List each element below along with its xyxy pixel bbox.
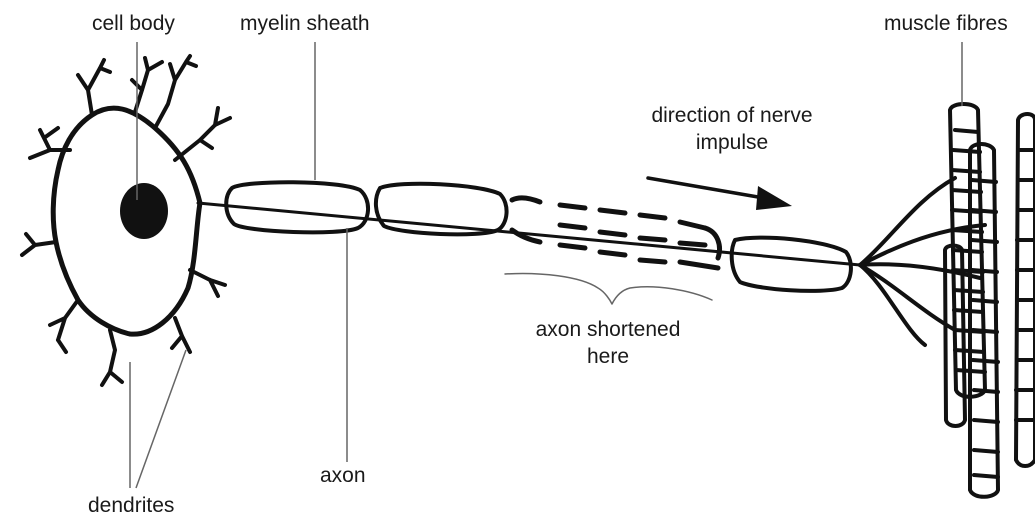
axon-shortened-brace xyxy=(505,274,712,304)
axon-shortened-label: axon shortened here xyxy=(508,316,708,370)
direction-label: direction of nerve impulse xyxy=(622,102,842,156)
muscle-fibres-label: muscle fibres xyxy=(884,10,1008,37)
direction-label-line2: impulse xyxy=(622,129,842,156)
axon-terminals xyxy=(860,178,985,345)
dendrites-label: dendrites xyxy=(88,492,174,519)
direction-arrow-shaft xyxy=(648,178,758,197)
axon-label: axon xyxy=(320,462,366,489)
myelin-sheath-label: myelin sheath xyxy=(240,10,370,37)
dendrites-pointer-right xyxy=(136,350,186,488)
direction-arrow-head xyxy=(756,186,792,210)
cell-body-label: cell body xyxy=(92,10,175,37)
direction-label-line1: direction of nerve xyxy=(622,102,842,129)
muscle-fibres xyxy=(945,104,1035,497)
axon-shortened-label-line2: here xyxy=(508,343,708,370)
nucleus xyxy=(120,183,168,239)
axon-shortened-dashes xyxy=(512,198,719,268)
axon-shortened-label-line1: axon shortened xyxy=(508,316,708,343)
